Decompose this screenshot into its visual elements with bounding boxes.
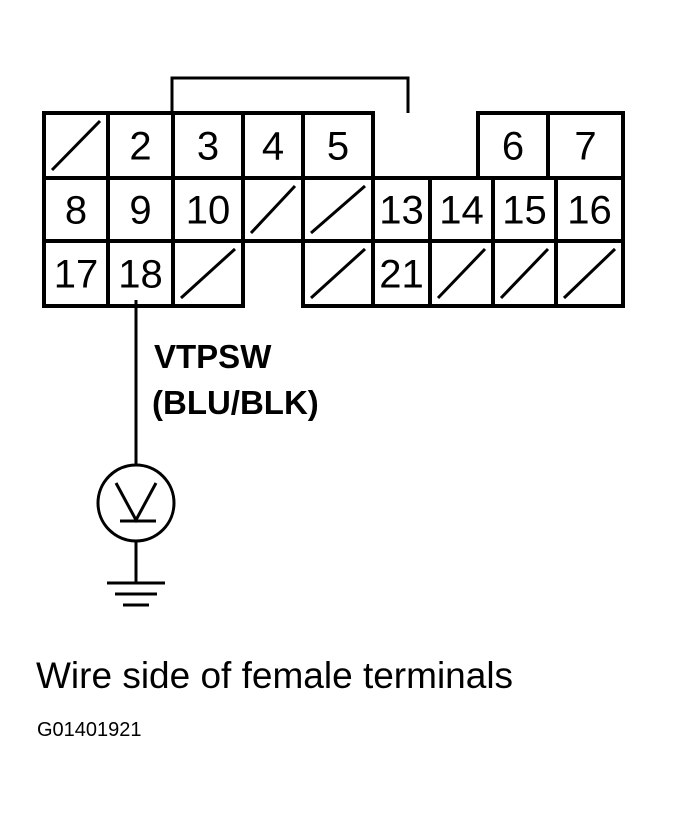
terminal-number: 2	[129, 125, 151, 169]
terminal-cell-7: 7	[546, 111, 625, 180]
terminal-number: 17	[54, 253, 99, 297]
terminal-cell-18: 18	[106, 239, 175, 308]
terminal-cell-5: 5	[301, 111, 375, 180]
terminal-cell-blank	[554, 239, 625, 308]
figure-caption: Wire side of female terminals	[36, 655, 514, 696]
terminal-cell-16: 16	[554, 176, 625, 243]
terminal-number: 21	[379, 253, 424, 297]
terminal-number: 14	[439, 189, 484, 233]
terminal-cell-4: 4	[241, 111, 305, 180]
blank-terminal-slash	[50, 119, 102, 172]
ground-icon	[107, 581, 165, 607]
terminal-cell-blank	[171, 239, 245, 308]
figure-id: G01401921	[37, 719, 142, 741]
terminal-number: 15	[502, 189, 547, 233]
wire-name-label: VTPSW	[154, 338, 272, 375]
terminal-cell-blank	[301, 239, 375, 308]
blank-terminal-slash	[310, 184, 366, 235]
terminal-cell-blank	[428, 239, 495, 308]
terminal-number: 3	[197, 125, 219, 169]
terminal-number: 6	[502, 125, 524, 169]
connector-lock-tab	[170, 76, 410, 113]
terminal-cell-21: 21	[371, 239, 432, 308]
terminal-cell-13: 13	[371, 176, 432, 243]
terminal-cell-17: 17	[42, 239, 110, 308]
terminal-number: 4	[262, 125, 284, 169]
terminal-cell-blank	[241, 176, 305, 243]
blank-terminal-slash	[179, 247, 237, 300]
blank-terminal-slash	[249, 184, 297, 235]
terminal-cell-blank	[491, 239, 558, 308]
terminal-number: 16	[567, 189, 612, 233]
terminal-cell-9: 9	[106, 176, 175, 243]
terminal-cell-2: 2	[106, 111, 175, 180]
wire-color-label: (BLU/BLK)	[152, 384, 319, 421]
terminal-number: 10	[186, 189, 231, 233]
voltmeter-icon	[96, 463, 176, 543]
terminal-cell-15: 15	[491, 176, 558, 243]
terminal-cell-blank	[42, 111, 110, 180]
terminal-cell-3: 3	[171, 111, 245, 180]
terminal-number: 18	[118, 253, 163, 297]
terminal-number: 8	[65, 189, 87, 233]
terminal-cell-14: 14	[428, 176, 495, 243]
terminal-number: 5	[327, 125, 349, 169]
terminal-cell-8: 8	[42, 176, 110, 243]
blank-terminal-slash	[309, 247, 367, 300]
terminal-cell-6: 6	[476, 111, 550, 180]
blank-terminal-slash	[562, 247, 617, 300]
terminal-number: 13	[379, 189, 424, 233]
terminal-number: 7	[574, 125, 596, 169]
blank-terminal-slash	[436, 247, 487, 300]
terminal-number: 9	[129, 189, 151, 233]
terminal-cell-blank	[301, 176, 375, 243]
terminal-cell-10: 10	[171, 176, 245, 243]
blank-terminal-slash	[499, 247, 550, 300]
